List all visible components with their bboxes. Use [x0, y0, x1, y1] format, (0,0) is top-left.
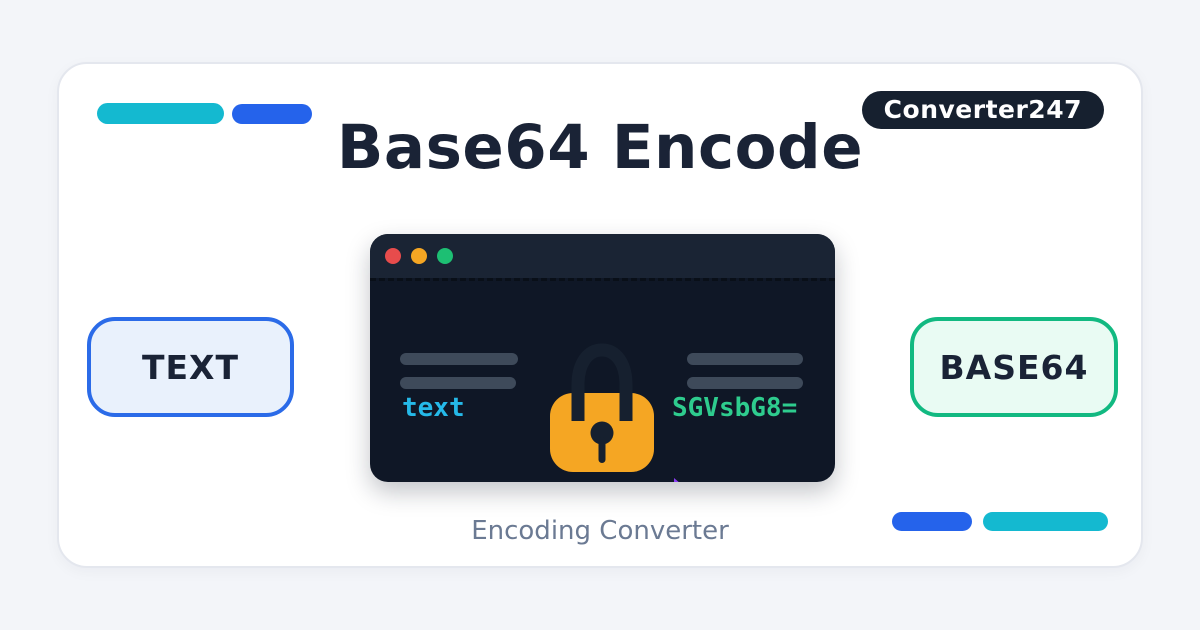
- placeholder-bar: [400, 377, 516, 389]
- decor-pill-cyan: [983, 512, 1108, 531]
- placeholder-bar: [687, 377, 803, 389]
- decor-pill-cyan: [97, 103, 224, 124]
- page-title: Base64 Encode: [336, 112, 864, 183]
- output-format-box: BASE64: [910, 317, 1118, 417]
- decor-pill-blue: [232, 104, 312, 124]
- input-format-box: TEXT: [87, 317, 294, 417]
- minimize-dot-icon: [411, 248, 427, 264]
- lock-icon: [550, 343, 654, 472]
- input-code-text: text: [402, 393, 465, 423]
- conversion-arrow-icon: [674, 478, 679, 482]
- input-format-label: TEXT: [141, 347, 239, 387]
- placeholder-bar: [687, 353, 803, 365]
- close-dot-icon: [385, 248, 401, 264]
- maximize-dot-icon: [437, 248, 453, 264]
- placeholder-bar: [400, 353, 518, 365]
- subtitle-caption: Encoding Converter: [471, 516, 729, 546]
- output-code-text: SGVsbG8=: [672, 393, 798, 423]
- code-window: text SGVsbG8=: [370, 234, 835, 482]
- window-titlebar: [370, 234, 835, 278]
- decor-pill-blue: [892, 512, 972, 531]
- banner-card: Converter247 Base64 Encode TEXT BASE64 t…: [57, 62, 1143, 568]
- brand-badge: Converter247: [861, 91, 1104, 129]
- window-body: text SGVsbG8=: [370, 278, 835, 482]
- output-format-label: BASE64: [939, 347, 1089, 387]
